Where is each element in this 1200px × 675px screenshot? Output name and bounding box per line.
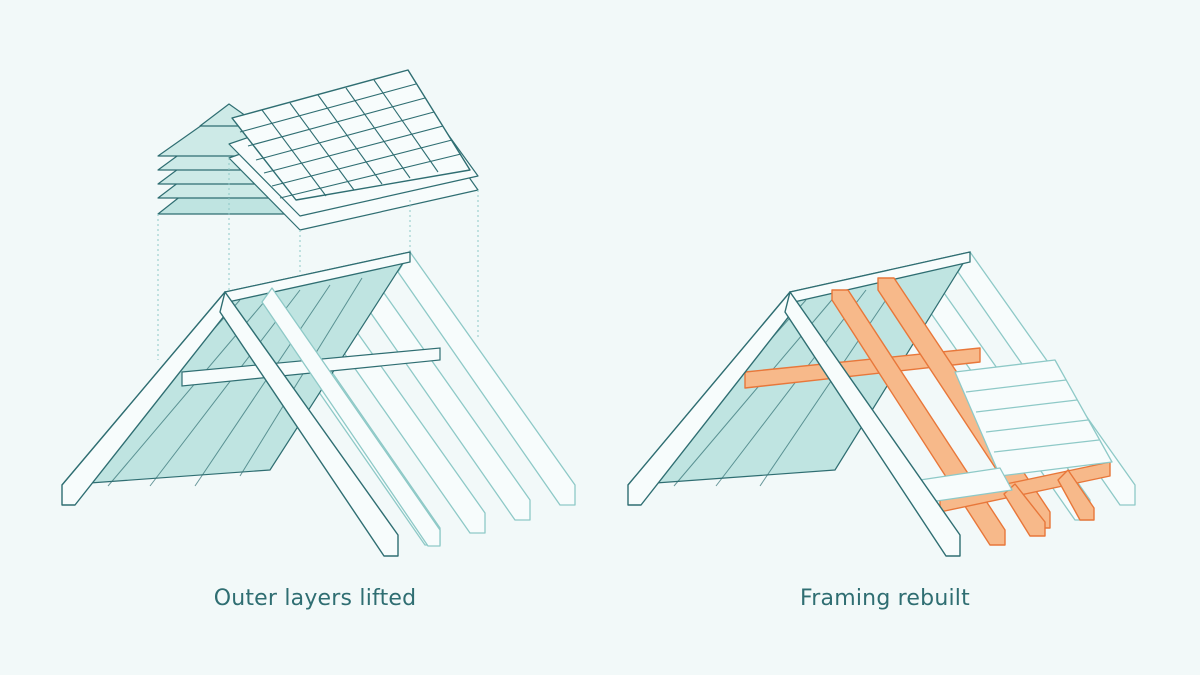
front-left-rafter xyxy=(61,291,233,506)
rafter-frame-left xyxy=(61,251,576,557)
front-left-rafter-right xyxy=(627,291,798,506)
caption-outer-layers-lifted: Outer layers lifted xyxy=(213,586,417,611)
front-right-rafter-right xyxy=(784,291,961,557)
right-illustration xyxy=(627,251,1136,557)
left-illustration xyxy=(61,69,576,557)
front-right-rafter xyxy=(219,291,399,557)
new-sheathing xyxy=(919,359,1113,503)
caption-framing-rebuilt: Framing rebuilt xyxy=(800,586,970,611)
lifted-roof-layers xyxy=(157,69,479,231)
shingle-panel xyxy=(231,69,471,201)
